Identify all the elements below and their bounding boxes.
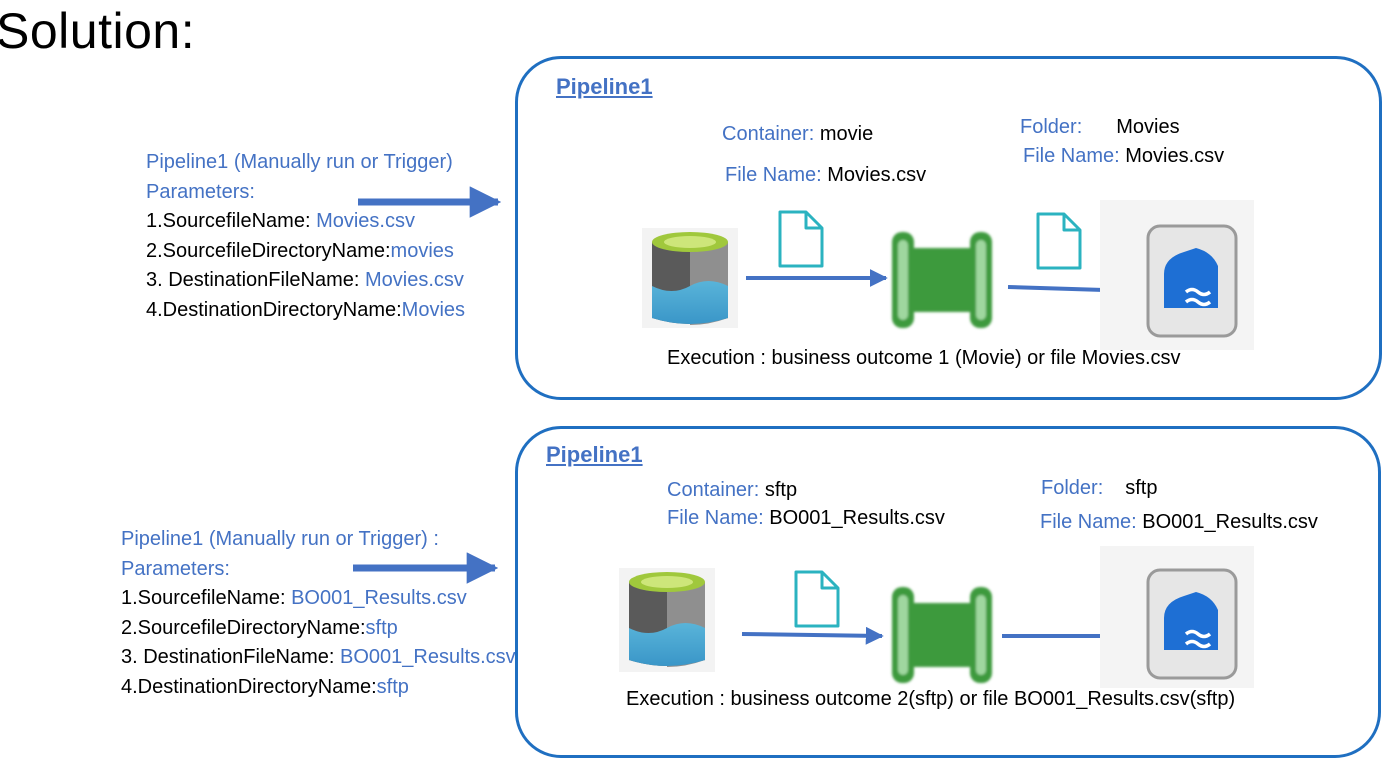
source-container: Container: movie bbox=[722, 123, 873, 146]
parameter-label: 2.SourcefileDirectoryName: bbox=[146, 239, 391, 262]
source-file-name: File Name: Movies.csv bbox=[725, 164, 926, 187]
parameter-label: 1.SourcefileName: bbox=[146, 210, 317, 232]
file-name-value: BO001_Results.csv bbox=[1142, 511, 1318, 533]
datalake-icon bbox=[1100, 546, 1254, 688]
parameter-row: 3. DestinationFileName: BO001_Results.cs… bbox=[121, 643, 516, 673]
file-icon bbox=[794, 570, 840, 628]
file-name-value: BO001_Results.csv bbox=[769, 507, 945, 529]
execution-caption: Execution : business outcome 1 (Movie) o… bbox=[667, 347, 1181, 369]
file-name-value: Movies.csv bbox=[827, 164, 927, 186]
storage-icon bbox=[619, 568, 715, 672]
page-title: Solution: bbox=[0, 3, 196, 59]
dest-file-name: File Name: Movies.csv bbox=[1023, 145, 1224, 168]
flow-arrow bbox=[741, 626, 884, 645]
storage-icon bbox=[642, 228, 738, 328]
pipeline-title: Pipeline1 bbox=[546, 442, 643, 467]
folder-value: sftp bbox=[1125, 477, 1158, 499]
parameters-block-1: Pipeline1 (Manually run or Trigger) Para… bbox=[146, 148, 465, 325]
parameter-label: 3. DestinationFileName: bbox=[121, 646, 340, 668]
dest-folder: Folder: Movies bbox=[1020, 116, 1180, 139]
pipeline-panel-1 bbox=[515, 56, 1382, 400]
parameter-label: 1.SourcefileName: bbox=[121, 587, 292, 609]
container-label: Container: bbox=[667, 479, 760, 501]
parameter-value: BO001_Results.csv bbox=[291, 587, 467, 609]
datalake-icon bbox=[1100, 200, 1254, 350]
parameter-row: 4.DestinationDirectoryName:Movies bbox=[146, 296, 465, 326]
pipeline-icon bbox=[892, 232, 992, 328]
parameter-label: 4.DestinationDirectoryName: bbox=[121, 675, 377, 698]
container-label: Container: bbox=[722, 123, 815, 145]
container-value: movie bbox=[819, 123, 874, 145]
parameter-label: 4.DestinationDirectoryName: bbox=[146, 298, 402, 321]
folder-label: Folder: bbox=[1020, 116, 1083, 138]
parameter-value: movies bbox=[390, 239, 454, 262]
pipeline-title: Pipeline1 bbox=[556, 74, 653, 99]
parameter-row: 2.SourcefileDirectoryName:sftp bbox=[121, 614, 516, 644]
parameters-sub: Parameters: bbox=[121, 557, 230, 580]
source-container: Container: sftp bbox=[667, 479, 797, 502]
parameter-row: 1.SourcefileName: Movies.csv bbox=[146, 207, 465, 237]
execution-caption: Execution : business outcome 2(sftp) or … bbox=[626, 688, 1236, 710]
parameter-row: 2.SourcefileDirectoryName:movies bbox=[146, 237, 465, 267]
parameter-value: BO001_Results.csv bbox=[339, 646, 516, 668]
dest-folder: Folder: sftp bbox=[1041, 477, 1158, 500]
source-file-name: File Name: BO001_Results.csv bbox=[667, 507, 945, 530]
pipeline-icon bbox=[892, 587, 992, 683]
file-name-label: File Name: bbox=[1040, 511, 1137, 533]
parameters-sub: Parameters: bbox=[146, 180, 255, 203]
file-name-label: File Name: bbox=[1023, 145, 1120, 167]
parameter-value: sftp bbox=[376, 675, 409, 698]
folder-value: Movies bbox=[1116, 116, 1180, 138]
parameter-label: 2.SourcefileDirectoryName: bbox=[121, 616, 366, 639]
container-value: sftp bbox=[764, 479, 798, 501]
parameters-heading: Pipeline1 (Manually run or Trigger) bbox=[146, 151, 453, 173]
parameter-label: 3. DestinationFileName: bbox=[146, 269, 365, 291]
file-icon bbox=[778, 210, 824, 268]
parameter-row: 4.DestinationDirectoryName:sftp bbox=[121, 673, 516, 703]
dest-file-name: File Name: BO001_Results.csv bbox=[1040, 511, 1318, 534]
parameter-value: Movies bbox=[401, 298, 466, 321]
parameters-block-2: Pipeline1 (Manually run or Trigger) : Pa… bbox=[121, 525, 516, 702]
parameter-row: 1.SourcefileName: BO001_Results.csv bbox=[121, 584, 516, 614]
file-icon bbox=[1036, 212, 1082, 270]
file-name-label: File Name: bbox=[667, 507, 764, 529]
pipeline-panel-2 bbox=[515, 426, 1381, 758]
parameter-value: Movies.csv bbox=[364, 269, 464, 291]
file-name-value: Movies.csv bbox=[1125, 145, 1225, 167]
file-name-label: File Name: bbox=[725, 164, 822, 186]
folder-label: Folder: bbox=[1041, 477, 1104, 499]
parameter-value: sftp bbox=[365, 616, 398, 639]
parameter-row: 3. DestinationFileName: Movies.csv bbox=[146, 266, 465, 296]
parameter-value: Movies.csv bbox=[316, 210, 415, 232]
parameters-heading: Pipeline1 (Manually run or Trigger) : bbox=[121, 528, 439, 550]
